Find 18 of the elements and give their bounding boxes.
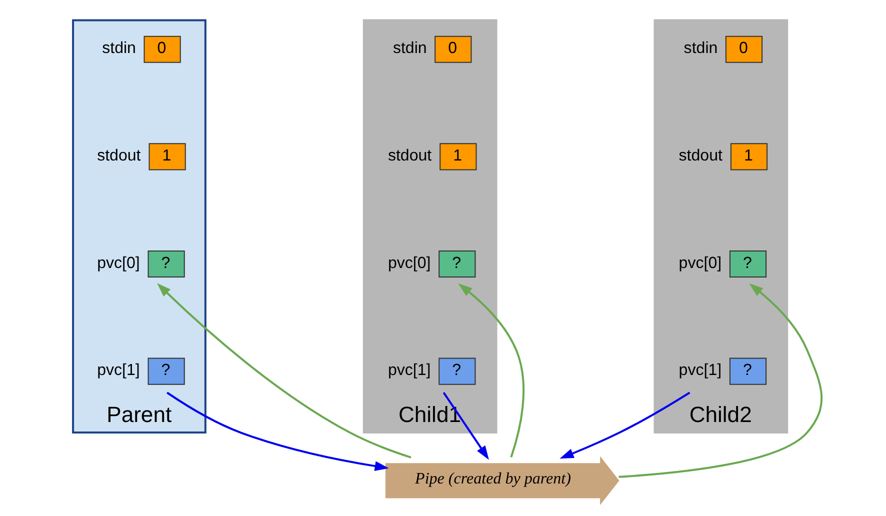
- node-label: pvc[0]: [678, 254, 722, 272]
- node-label: pvc[1]: [96, 361, 140, 380]
- arrow: [458, 283, 524, 458]
- arrow: [156, 283, 411, 458]
- node-label: pvc[0]: [96, 254, 140, 272]
- node-label: stdout: [387, 146, 432, 165]
- node-label: stdin: [683, 39, 718, 58]
- node-label: stdout: [96, 146, 140, 165]
- arrow: [618, 283, 822, 478]
- arrow: [559, 392, 690, 459]
- node-label: pvc[0]: [387, 254, 430, 272]
- node-label: stdin: [392, 39, 426, 58]
- arrow: [166, 392, 388, 471]
- arrow: [442, 392, 488, 460]
- node-label: pvc[1]: [678, 361, 722, 380]
- node-label: stdin: [102, 39, 136, 58]
- node-label: pvc[1]: [387, 361, 430, 380]
- node-label: stdout: [678, 146, 722, 165]
